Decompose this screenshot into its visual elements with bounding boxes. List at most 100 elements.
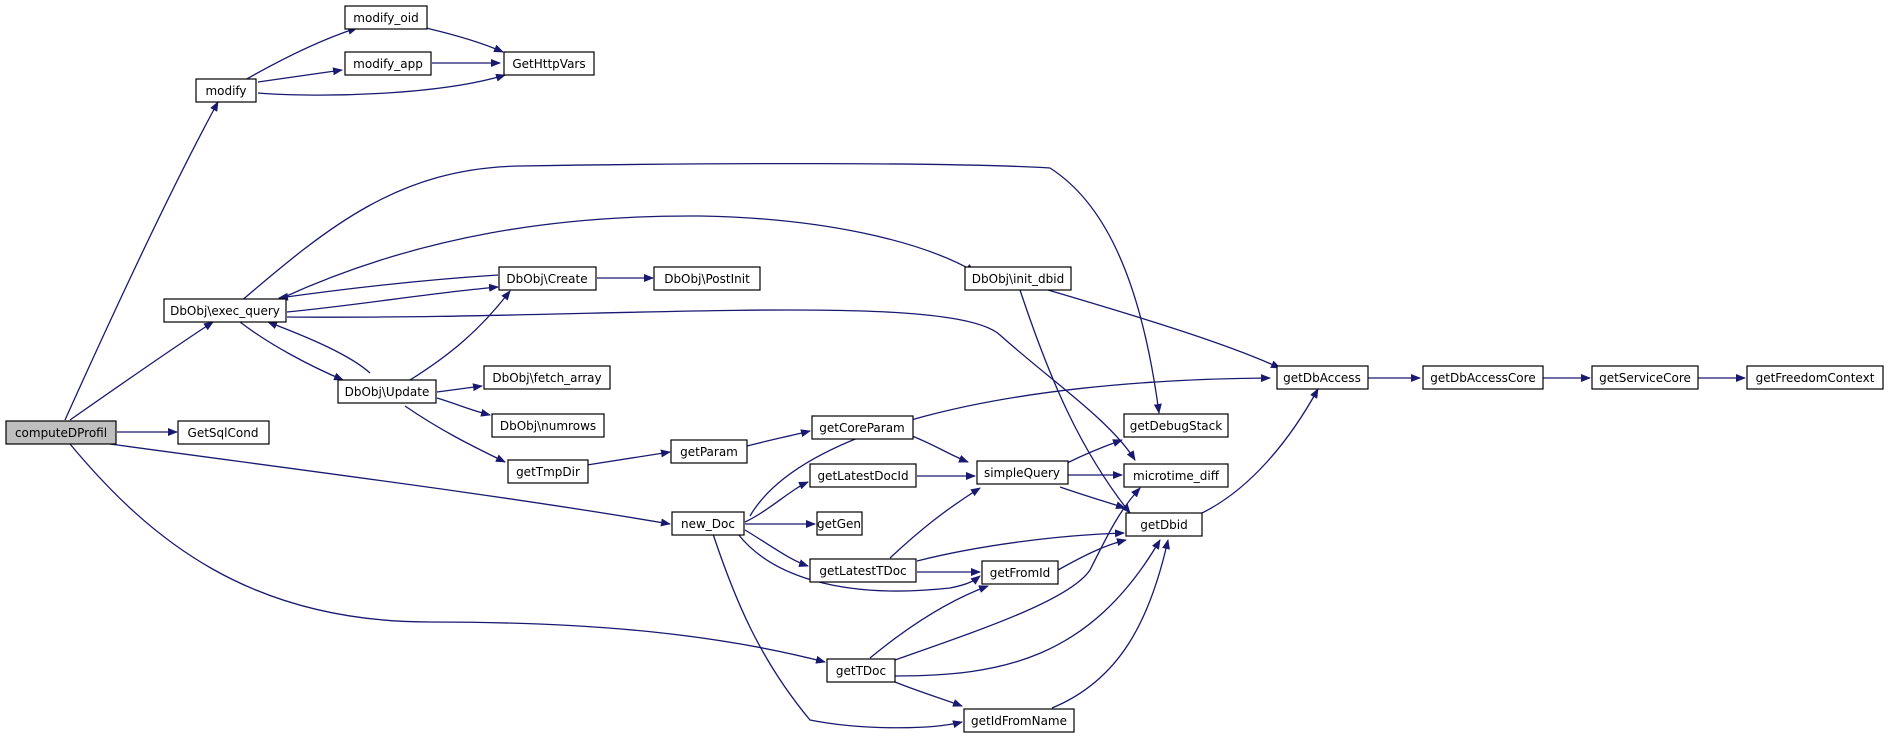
- edge-init-dbid-getdbid: [1019, 289, 1131, 514]
- edge-modify-gethttpvars: [257, 73, 506, 96]
- node-label-gethttpvars: GetHttpVars: [512, 57, 585, 71]
- edge-getlatesttdoc-getdbid: [916, 529, 1125, 562]
- edge-gettdoc-microtime-diff: [894, 487, 1141, 661]
- edge-getdbid-getdbaccess: [1199, 388, 1319, 515]
- node-getservicecore[interactable]: getServiceCore: [1591, 365, 1699, 390]
- edge-modify-modify-app: [257, 67, 343, 83]
- edge-exec-query-init-dbid: [281, 215, 976, 299]
- edge-simplequery-getdebugstack: [1064, 439, 1123, 465]
- node-label-gettdoc: getTDoc: [836, 664, 886, 678]
- node-numrows[interactable]: DbObj\numrows: [491, 413, 605, 438]
- node-label-create: DbObj\Create: [506, 272, 587, 286]
- node-label-microtime-diff: microtime_diff: [1133, 469, 1220, 483]
- node-getlatestdocid[interactable]: getLatestDocId: [809, 463, 917, 488]
- node-label-computeDProfil: computeDProfil: [15, 426, 107, 440]
- edge-getparam-getcoreparam: [746, 429, 811, 447]
- node-label-getservicecore: getServiceCore: [1599, 371, 1691, 385]
- edge-init-dbid-getdbaccess: [1047, 289, 1281, 369]
- node-label-getcoreparam: getCoreParam: [819, 421, 905, 435]
- node-modify-app[interactable]: modify_app: [344, 51, 432, 76]
- node-label-modify: modify: [205, 84, 246, 98]
- node-label-getdbid: getDbid: [1140, 518, 1188, 532]
- edge-modify-modify-oid: [244, 26, 358, 81]
- node-microtime-diff[interactable]: microtime_diff: [1123, 463, 1229, 488]
- node-exec-query[interactable]: DbObj\exec_query: [163, 298, 287, 323]
- node-label-postinit: DbObj\PostInit: [664, 272, 750, 286]
- node-getparam[interactable]: getParam: [670, 439, 748, 464]
- node-label-update: DbObj\Update: [345, 385, 430, 399]
- node-label-numrows: DbObj\numrows: [500, 419, 596, 433]
- node-label-new-doc: new_Doc: [681, 517, 735, 531]
- edge-modify-oid-gethttpvars: [425, 27, 504, 53]
- node-label-modify-app: modify_app: [353, 57, 423, 71]
- node-label-getdbaccess: getDbAccess: [1283, 371, 1361, 385]
- node-getdebugstack[interactable]: getDebugStack: [1123, 413, 1229, 438]
- node-fetch-array[interactable]: DbObj\fetch_array: [483, 365, 611, 390]
- node-label-init-dbid: DbObj\init_dbid: [972, 272, 1064, 286]
- node-getidfromname[interactable]: getIdFromName: [963, 708, 1075, 733]
- node-postinit[interactable]: DbObj\PostInit: [653, 266, 761, 291]
- call-graph-nodes: computeDProfil modify modify_oid modify_…: [5, 5, 1884, 733]
- node-label-getlatestdocid: getLatestDocId: [817, 469, 908, 483]
- node-getdbid[interactable]: getDbid: [1125, 512, 1203, 537]
- edge-computeDProfil-gettdoc: [69, 443, 826, 664]
- node-label-getsqlcond: GetSqlCond: [188, 426, 259, 440]
- node-getsqlcond[interactable]: GetSqlCond: [177, 420, 270, 445]
- node-init-dbid[interactable]: DbObj\init_dbid: [964, 266, 1072, 291]
- node-getcoreparam[interactable]: getCoreParam: [811, 415, 914, 440]
- node-simplequery[interactable]: simpleQuery: [976, 460, 1069, 485]
- node-computeDProfil[interactable]: computeDProfil: [5, 420, 117, 445]
- edge-computeDProfil-exec-query: [69, 321, 214, 421]
- node-gethttpvars[interactable]: GetHttpVars: [503, 51, 595, 76]
- node-getfreedomcontext[interactable]: getFreedomContext: [1746, 365, 1884, 390]
- edge-getcoreparam-simplequery: [911, 435, 969, 463]
- edge-new-doc-getdbaccess: [749, 374, 1271, 517]
- node-label-exec-query: DbObj\exec_query: [170, 304, 280, 318]
- node-new-doc[interactable]: new_Doc: [671, 511, 745, 536]
- node-modify-oid[interactable]: modify_oid: [344, 5, 428, 30]
- edge-computeDProfil-new-doc: [109, 443, 671, 527]
- node-gettmpdir[interactable]: getTmpDir: [507, 459, 589, 484]
- edge-computeDProfil-modify: [64, 101, 219, 421]
- node-getlatesttdoc[interactable]: getLatestTDoc: [809, 558, 917, 583]
- edge-getlatesttdoc-simplequery: [889, 487, 981, 559]
- node-label-getgen: getGen: [817, 517, 861, 531]
- edge-getidfromname-getdbid: [1051, 539, 1170, 709]
- node-gettdoc[interactable]: getTDoc: [826, 658, 896, 683]
- edge-exec-query-update: [239, 321, 344, 381]
- edge-gettdoc-getidfromname: [894, 681, 963, 707]
- edge-create-exec-query: [278, 274, 499, 301]
- node-label-getparam: getParam: [680, 445, 738, 459]
- edge-getfromid-getdbid: [1057, 538, 1127, 571]
- edge-exec-query-getdebugstack: [239, 162, 1162, 414]
- edge-simplequery-getdbid: [1059, 486, 1126, 510]
- node-getdbaccesscore[interactable]: getDbAccessCore: [1422, 365, 1544, 390]
- node-label-modify-oid: modify_oid: [353, 11, 418, 25]
- node-create[interactable]: DbObj\Create: [498, 266, 597, 291]
- node-label-getidfromname: getIdFromName: [971, 714, 1067, 728]
- edge-update-gettmpdir: [404, 405, 506, 463]
- node-label-getfromid: getFromId: [990, 566, 1051, 580]
- node-update[interactable]: DbObj\Update: [337, 379, 437, 404]
- node-label-getlatesttdoc: getLatestTDoc: [819, 564, 906, 578]
- edge-exec-query-create: [286, 283, 499, 313]
- edge-new-doc-getlatestdocid: [744, 481, 809, 523]
- edge-new-doc-getfromid: [737, 533, 981, 592]
- node-label-getfreedomcontext: getFreedomContext: [1756, 371, 1875, 385]
- edge-update-create: [409, 290, 511, 381]
- node-getfromid[interactable]: getFromId: [981, 560, 1059, 585]
- edge-exec-query-microtime-diff: [286, 309, 1136, 461]
- node-getdbaccess[interactable]: getDbAccess: [1276, 365, 1369, 390]
- node-label-fetch-array: DbObj\fetch_array: [492, 371, 601, 385]
- edge-new-doc-getidfromname: [712, 533, 963, 729]
- node-modify[interactable]: modify: [195, 78, 257, 103]
- edge-gettdoc-getfromid: [869, 585, 989, 659]
- node-label-getdebugstack: getDebugStack: [1130, 419, 1222, 433]
- edge-new-doc-getlatesttdoc: [744, 529, 809, 567]
- edge-update-fetch-array: [436, 383, 483, 393]
- edge-update-exec-query: [267, 321, 371, 374]
- node-label-simplequery: simpleQuery: [984, 466, 1060, 480]
- edge-gettdoc-getdbid: [894, 539, 1161, 677]
- node-getgen[interactable]: getGen: [816, 511, 863, 536]
